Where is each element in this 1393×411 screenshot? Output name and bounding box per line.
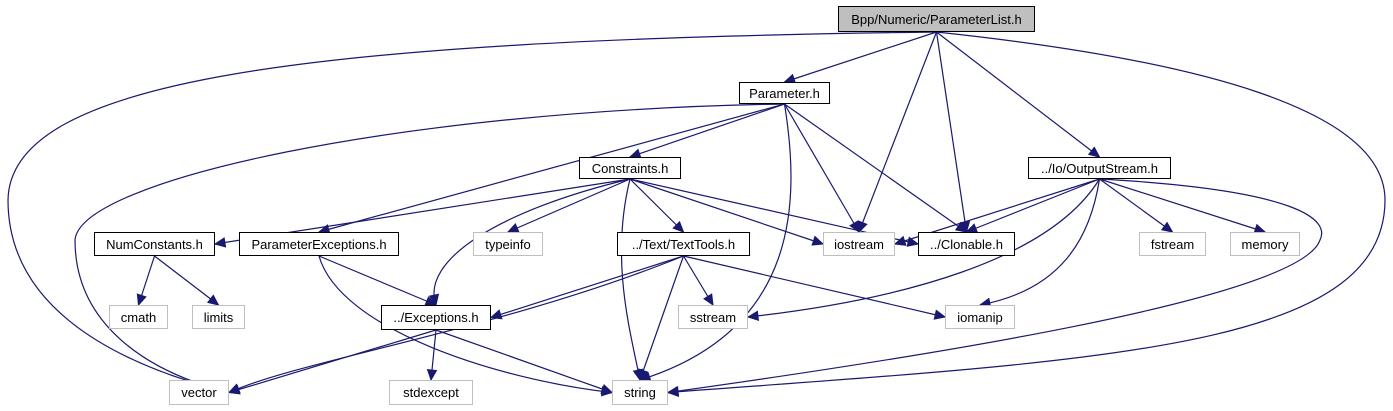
arrowhead-outputstream-to-fstream <box>1160 221 1174 233</box>
node-constraints-h[interactable]: Constraints.h <box>579 157 681 179</box>
edge-paramexceptions-to-exceptions <box>318 255 437 306</box>
arrowhead-constraints-to-typeinfo <box>506 222 520 233</box>
arrowhead-exceptions-to-vector <box>227 384 241 395</box>
edge-root-to-parameter <box>784 31 937 83</box>
edge-root-to-outputstream <box>936 31 1100 158</box>
arrowhead-outputstream-to-iostream <box>893 235 907 246</box>
edge-exceptions-to-string <box>435 329 613 394</box>
edge-texttools-to-vector <box>228 255 684 394</box>
arrowhead-parameter-to-clonable <box>954 221 968 233</box>
edge-outputstream-to-fstream <box>1099 178 1173 233</box>
node-exceptions-h[interactable]: ../Exceptions.h <box>381 305 491 330</box>
edge-outputstream-to-memory <box>1099 178 1266 233</box>
node-cmath: cmath <box>109 305 168 329</box>
edge-outputstream-to-sstream <box>747 178 1101 318</box>
edge-parameter-to-constraints <box>629 103 785 158</box>
arrowhead-constraints-to-exceptions <box>428 293 440 307</box>
arrowhead-constraints-to-iostream <box>811 235 825 246</box>
node-numconstants-h[interactable]: NumConstants.h <box>94 232 215 256</box>
edge-exceptions-to-vector <box>228 329 437 394</box>
node-string: string <box>612 380 668 405</box>
edge-parameter-to-clonable <box>784 103 967 233</box>
arrowhead-exceptions-to-stdexcept <box>426 369 438 382</box>
edge-parameter-to-paramexceptions <box>318 103 785 233</box>
edge-parameter-to-iostream <box>783 103 860 233</box>
edge-texttools-to-exceptions <box>490 255 684 319</box>
arrowhead-outputstream-to-sstream <box>746 310 760 322</box>
node-fstream: fstream <box>1139 232 1206 256</box>
arrowhead-exceptions-to-string <box>600 384 614 394</box>
node-typeinfo: typeinfo <box>473 232 543 256</box>
edge-outputstream-to-string <box>667 178 1323 394</box>
edge-texttools-to-string <box>639 255 685 381</box>
arrowhead-numconstants-to-limits <box>206 294 220 306</box>
node-vector: vector <box>169 380 229 405</box>
edge-constraints-to-typeinfo <box>507 178 631 233</box>
edge-texttools-to-iomanip <box>683 255 946 318</box>
edge-root-to-clonable <box>935 31 968 233</box>
node-parameterlist-h: Bpp/Numeric/ParameterList.h <box>838 6 1035 32</box>
edge-constraints-to-texttools <box>629 178 684 233</box>
node-iostream: iostream <box>823 232 895 256</box>
edge-outputstream-to-iomanip <box>979 178 1101 306</box>
node-sstream: sstream <box>678 305 748 329</box>
node-stdexcept: stdexcept <box>389 380 473 405</box>
node-parameter-h[interactable]: Parameter.h <box>739 82 830 104</box>
node-limits: limits <box>192 305 245 329</box>
node-clonable-h[interactable]: ../Clonable.h <box>918 232 1015 256</box>
node-iomanip: iomanip <box>945 305 1015 329</box>
edge-root-to-string <box>667 31 1386 394</box>
node-texttools-h[interactable]: ../Text/TextTools.h <box>617 232 750 256</box>
edge-root-to-vector <box>7 31 937 394</box>
edge-constraints-to-string <box>620 178 641 381</box>
arrowhead-outputstream-to-string <box>666 385 680 397</box>
arrowhead-constraints-to-texttools <box>672 220 685 233</box>
node-memory: memory <box>1230 232 1300 256</box>
node-parameterexceptions-h[interactable]: ParameterExceptions.h <box>239 232 399 256</box>
edge-numconstants-to-limits <box>154 255 219 306</box>
edge-outputstream-to-clonable <box>966 178 1100 233</box>
node-outputstream-h[interactable]: ../Io/OutputStream.h <box>1028 157 1171 179</box>
edge-constraints-to-iostream <box>629 178 824 245</box>
arrowhead-texttools-to-sstream <box>703 293 714 307</box>
arrowhead-texttools-to-string <box>638 368 649 382</box>
edge-paramexceptions-to-string <box>318 255 613 394</box>
arrowhead-constraints-to-numconstants <box>213 237 227 248</box>
arrowhead-root-to-outputstream <box>1087 146 1101 158</box>
arrowhead-numconstants-to-cmath <box>136 293 147 307</box>
edge-parameter-to-vector <box>74 103 785 394</box>
arrowhead-parameter-to-iostream <box>849 220 860 234</box>
edge-root-to-iostream <box>858 31 938 233</box>
arrowhead-texttools-to-iomanip <box>933 309 947 320</box>
edge-parameter-to-string <box>639 103 792 381</box>
